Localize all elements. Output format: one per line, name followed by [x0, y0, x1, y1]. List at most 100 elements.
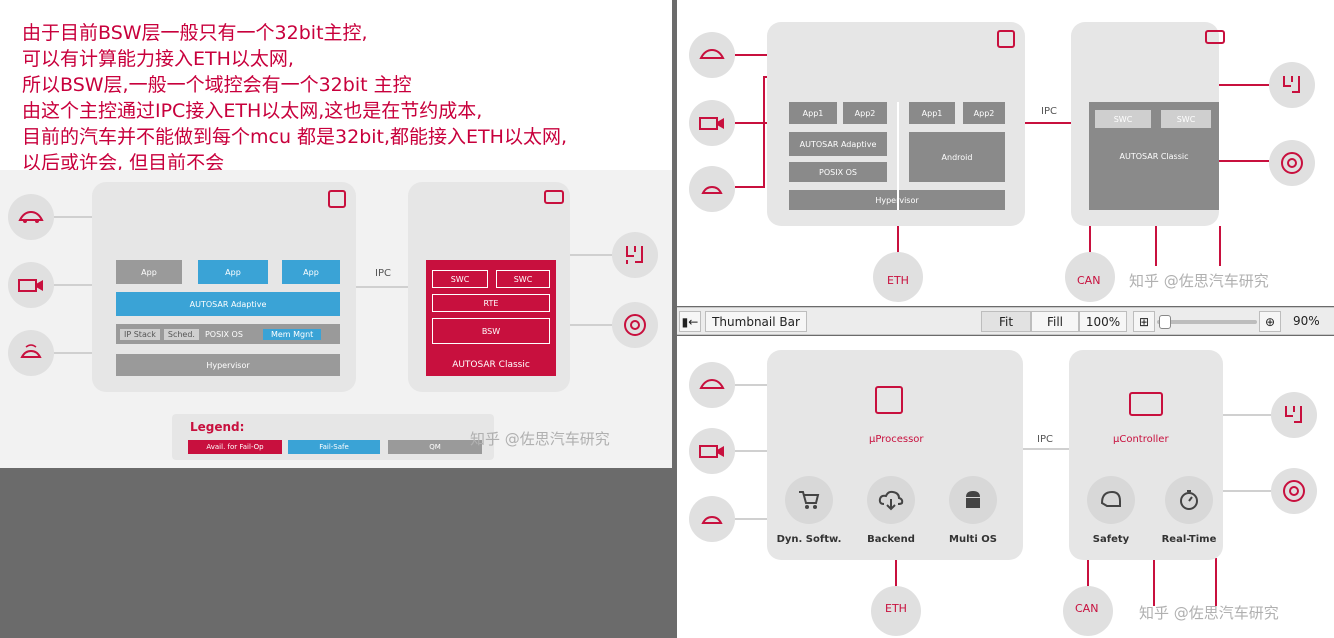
- legend-item: QM: [388, 440, 482, 454]
- camera-icon: [8, 262, 54, 308]
- can-node: [1065, 252, 1115, 302]
- connector: [570, 324, 612, 326]
- helmet-icon: [1087, 476, 1135, 524]
- eth-label: ETH: [885, 602, 907, 615]
- can-line: [1155, 226, 1157, 266]
- camera-icon: [689, 100, 735, 146]
- feature-label: Backend: [867, 534, 915, 545]
- circuit-icon: [1271, 392, 1317, 438]
- signal-line: [763, 76, 765, 188]
- thumbnail-bar-button[interactable]: Thumbnail Bar: [705, 311, 807, 332]
- app-block: App: [282, 260, 340, 284]
- processor-box: [767, 350, 1023, 560]
- app-block: App: [198, 260, 268, 284]
- brake-disc-icon: [1271, 468, 1317, 514]
- posix-os-block: POSIX OS: [789, 162, 887, 182]
- watermark: 知乎 @佐思汽车研究: [470, 430, 610, 448]
- top-right-diagram: App1 App2 App1 App2 AUTOSAR Adaptive POS…: [677, 0, 1334, 306]
- connected-car-icon: [689, 496, 735, 542]
- can-label: CAN: [1077, 274, 1101, 287]
- fill-button[interactable]: Fill: [1031, 311, 1079, 332]
- car-sensor-icon: [689, 32, 735, 78]
- feature-label: Dyn. Softw.: [776, 534, 842, 545]
- connector: [1023, 448, 1069, 450]
- legend-item: Fail-Safe: [288, 440, 380, 454]
- eth-node: [873, 252, 923, 302]
- collapse-left-icon: ▮←: [681, 314, 699, 329]
- legend-title: Legend:: [190, 420, 245, 434]
- hypervisor-block: Hypervisor: [116, 354, 340, 376]
- connector: [1223, 414, 1271, 416]
- watermark: 知乎 @佐思汽车研究: [1139, 604, 1279, 622]
- connector: [735, 450, 767, 452]
- sched-label: Sched.: [163, 328, 199, 340]
- connector: [54, 216, 92, 218]
- zoom-out-icon[interactable]: ⊞: [1133, 311, 1155, 332]
- can-line: [1153, 558, 1155, 606]
- swc-block: SWC: [1095, 110, 1151, 128]
- feature-label: Multi OS: [949, 534, 997, 545]
- watermark: 知乎 @佐思汽车研究: [1129, 272, 1269, 290]
- app-block: App2: [963, 102, 1005, 124]
- bottom-right-diagram: µProcessor Dyn. Softw. Backend Multi OS …: [677, 336, 1334, 638]
- rte-block: RTE: [432, 294, 550, 312]
- can-line: [1089, 226, 1091, 266]
- can-line: [1219, 226, 1221, 266]
- connector: [735, 518, 767, 520]
- chip-icon: [997, 30, 1015, 48]
- connected-car-icon: [8, 330, 54, 376]
- controller-box: [1069, 350, 1223, 560]
- note-panel: 由于目前BSW层一般只有一个32bit主控, 可以有计算能力接入ETH以太网, …: [0, 0, 672, 174]
- can-label: CAN: [1075, 602, 1099, 615]
- processor-label: µProcessor: [869, 434, 924, 445]
- fit-button[interactable]: Fit: [981, 311, 1031, 332]
- signal-line: [1219, 160, 1269, 162]
- autosar-adaptive-block: AUTOSAR Adaptive: [116, 292, 340, 316]
- connector: [735, 384, 767, 386]
- zoom-slider-thumb[interactable]: [1158, 315, 1171, 329]
- car-sensor-icon: [689, 362, 735, 408]
- chip-icon: [328, 190, 346, 208]
- connector: [570, 254, 612, 256]
- stopwatch-icon: [1165, 476, 1213, 524]
- posix-os-block: IP Stack Sched. POSIX OS Mem Mgnt: [116, 324, 340, 344]
- app-block: App2: [843, 102, 887, 124]
- app-block: App: [116, 260, 182, 284]
- note-line: 可以有计算能力接入ETH以太网,: [22, 48, 294, 70]
- can-node: [1063, 586, 1113, 636]
- app-block: App1: [909, 102, 955, 124]
- android-icon: [949, 476, 997, 524]
- zoom-value: 90%: [1293, 314, 1320, 328]
- processor-chip-icon: [875, 386, 903, 414]
- microcontroller-icon: [1129, 392, 1163, 416]
- eth-node: [871, 586, 921, 636]
- zoom-100-button[interactable]: 100%: [1079, 311, 1127, 332]
- note-line: 所以BSW层,一般一个域控会有一个32bit 主控: [22, 74, 412, 96]
- can-line: [1087, 558, 1089, 606]
- ipc-label: IPC: [1037, 434, 1053, 445]
- note-line: 由于目前BSW层一般只有一个32bit主控,: [22, 22, 368, 44]
- swc-block: SWC: [432, 270, 488, 288]
- eth-label: ETH: [887, 274, 909, 287]
- feature-label: Safety: [1092, 534, 1130, 545]
- microcontroller-icon: [544, 190, 564, 204]
- connector: [356, 286, 408, 288]
- ip-stack-label: IP Stack: [120, 328, 160, 340]
- collapse-panel-button[interactable]: ▮←: [679, 311, 701, 332]
- eth-line: [895, 558, 897, 606]
- connector: [54, 352, 92, 354]
- ipc-label: IPC: [375, 268, 391, 279]
- signal-line: [735, 186, 765, 188]
- note-line: 目前的汽车并不能做到每个mcu 都是32bit,都能接入ETH以太网,: [22, 126, 567, 148]
- ipc-label: IPC: [1041, 106, 1057, 117]
- zoom-in-icon[interactable]: ⊕: [1259, 311, 1281, 332]
- car-sensor-icon: [8, 194, 54, 240]
- autosar-adaptive-block: AUTOSAR Adaptive: [789, 132, 887, 156]
- app-block: App1: [789, 102, 837, 124]
- camera-icon: [689, 428, 735, 474]
- circuit-icon: [1269, 62, 1315, 108]
- android-block: Android: [909, 132, 1005, 182]
- controller-label: µController: [1113, 434, 1169, 445]
- autosar-classic-label: AUTOSAR Classic: [452, 360, 530, 370]
- zoom-slider[interactable]: [1157, 315, 1257, 329]
